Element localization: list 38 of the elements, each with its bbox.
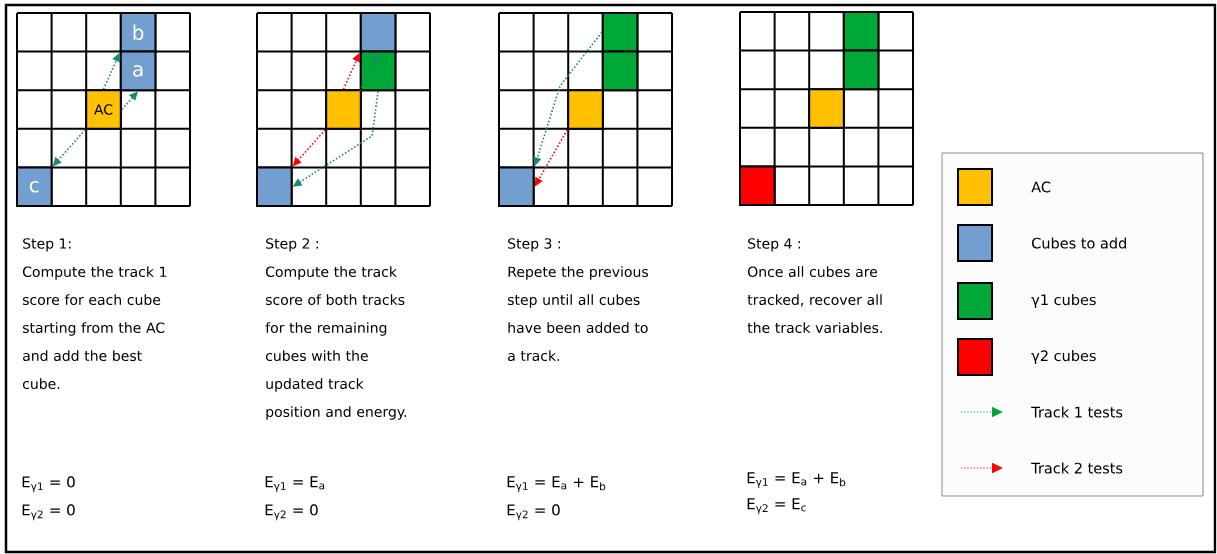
cube-cell xyxy=(601,12,639,53)
cube-cell xyxy=(359,12,397,53)
step-heading: Step 3 : xyxy=(508,238,560,252)
legend-text: Cubes to add xyxy=(1032,237,1126,249)
cube-cell xyxy=(325,89,362,130)
legend-text: γ2 cubes xyxy=(1031,350,1096,364)
energy-equation: E$_{γ2}$ = E$_{c}$ xyxy=(747,498,806,515)
cube-cell: b xyxy=(119,12,157,53)
step-description: Compute the track 1 score for each cube starting from the AC and add the best cube. xyxy=(22,266,167,390)
cube-cell xyxy=(359,50,397,92)
cube-cell xyxy=(601,50,639,92)
legend-text: Track 1 tests xyxy=(1031,406,1123,418)
legend-text: γ1 cubes xyxy=(1031,294,1096,308)
energy-equation: E$_{γ1}$ = E$_{a}$ + E$_{b}$ xyxy=(507,476,606,492)
cube-cell xyxy=(842,49,880,91)
energy-equation: E$_{γ2}$ = 0 xyxy=(22,504,75,521)
step-heading: Step 1: xyxy=(23,238,71,252)
cube-cell xyxy=(567,89,604,130)
energy-equation: E$_{γ1}$ = 0 xyxy=(22,476,75,493)
cube-cell xyxy=(739,165,776,206)
energy-equation: E$_{γ1}$ = E$_{a}$ xyxy=(265,476,325,492)
energy-equation: E$_{γ2}$ = 0 xyxy=(507,504,560,521)
cube-cell xyxy=(808,88,845,129)
cube-cell: AC xyxy=(85,89,122,130)
cube-cell xyxy=(498,166,535,207)
legend-text: Track 2 tests xyxy=(1031,462,1123,474)
step-heading: Step 4 : xyxy=(748,238,800,252)
energy-equation: E$_{γ1}$ = E$_{a}$ + E$_{b}$ xyxy=(747,472,846,488)
step-description: Once all cubes are tracked, recover all the track variables. xyxy=(747,266,882,334)
legend-text: AC xyxy=(1031,181,1051,193)
step-description: Repete the previous step until all cubes have been added to a track. xyxy=(507,266,648,362)
energy-equation: E$_{γ2}$ = 0 xyxy=(265,504,318,521)
cube-cell xyxy=(842,11,880,52)
step-heading: Step 2 : xyxy=(266,238,318,252)
step-description: Compute the track score of both tracks for the remaining cubes with the updated track position and energy. xyxy=(265,266,407,420)
cube-cell: a xyxy=(119,50,157,92)
cube-cell: c xyxy=(16,166,53,207)
cube-cell xyxy=(256,166,293,207)
